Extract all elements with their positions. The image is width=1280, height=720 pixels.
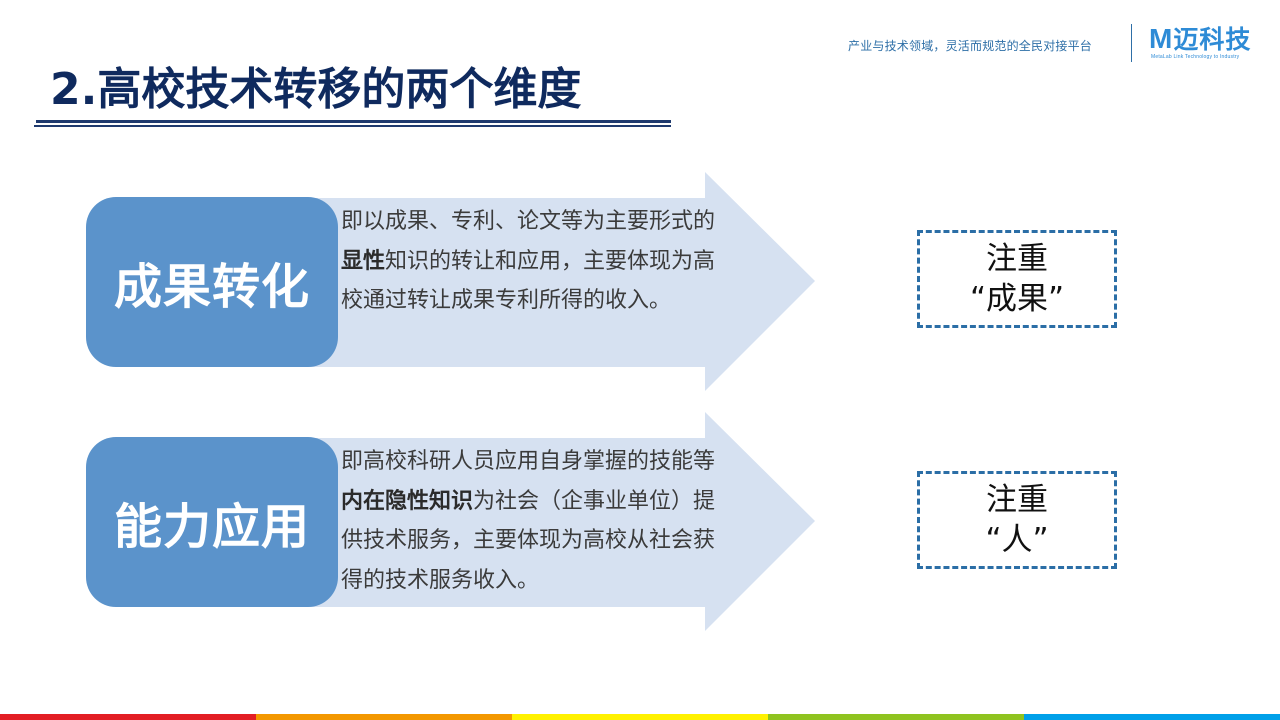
focus-box: 注重 “人” <box>917 471 1117 569</box>
dimension-row-1: 成果转化 即以成果、专利、论文等为主要形式的显性知识的转让和应用，主要体现为高校… <box>0 172 1280 402</box>
logo: M迈科技 MetaLab Link Technology to Industry <box>1149 24 1261 62</box>
logo-text: 迈科技 <box>1173 25 1252 54</box>
footer-segment-blue <box>1024 714 1280 720</box>
footer-segment-green <box>768 714 1024 720</box>
focus-line-1: 注重 <box>986 482 1048 518</box>
header-divider <box>1131 24 1132 62</box>
footer-segment-red <box>0 714 256 720</box>
footer-segment-orange <box>256 714 512 720</box>
slogan: 产业与技术领域，灵活而规范的全民对接平台 <box>848 39 1093 53</box>
dimension-description: 即以成果、专利、论文等为主要形式的显性知识的转让和应用，主要体现为高校通过转让成… <box>341 202 733 321</box>
logo-main: M迈科技 <box>1149 24 1251 55</box>
desc-text-a: 即高校科研人员应用自身掌握的技能等 <box>341 449 716 474</box>
desc-emphasis: 显性 <box>341 248 386 274</box>
logo-letter: M <box>1149 23 1174 54</box>
arrow-shape <box>200 412 815 631</box>
desc-emphasis: 内在隐性知识 <box>341 488 474 514</box>
dimension-label: 能力应用 <box>86 437 338 607</box>
desc-text-a: 即以成果、专利、论文等为主要形式的 <box>341 209 716 234</box>
header: 产业与技术领域，灵活而规范的全民对接平台 M迈科技 MetaLab Link T… <box>0 0 1280 130</box>
dimension-row-2: 能力应用 即高校科研人员应用自身掌握的技能等内在隐性知识为社会（企事业单位）提供… <box>0 412 1280 642</box>
title-underline-2 <box>34 125 671 127</box>
desc-text-b: 为社会（企事业单位）提供技术服务，主要体现为高校从社会获得的技术服务收入。 <box>341 488 716 593</box>
focus-box: 注重 “成果” <box>917 230 1117 328</box>
arrow-shape <box>200 172 815 391</box>
footer-color-bar <box>0 714 1280 720</box>
focus-line-1: 注重 <box>986 241 1048 277</box>
focus-line-2: “人” <box>985 522 1049 558</box>
logo-subtitle: MetaLab Link Technology to Industry <box>1151 54 1240 60</box>
dimension-description: 即高校科研人员应用自身掌握的技能等内在隐性知识为社会（企事业单位）提供技术服务，… <box>341 442 733 600</box>
dimension-label: 成果转化 <box>86 197 338 367</box>
slide-title: 2.高校技术转移的两个维度 <box>50 64 582 115</box>
desc-text-b: 知识的转让和应用，主要体现为高校通过转让成果专利所得的收入。 <box>341 248 716 314</box>
focus-line-2: “成果” <box>969 281 1065 317</box>
footer-segment-yellow <box>512 714 768 720</box>
title-underline <box>36 120 671 123</box>
